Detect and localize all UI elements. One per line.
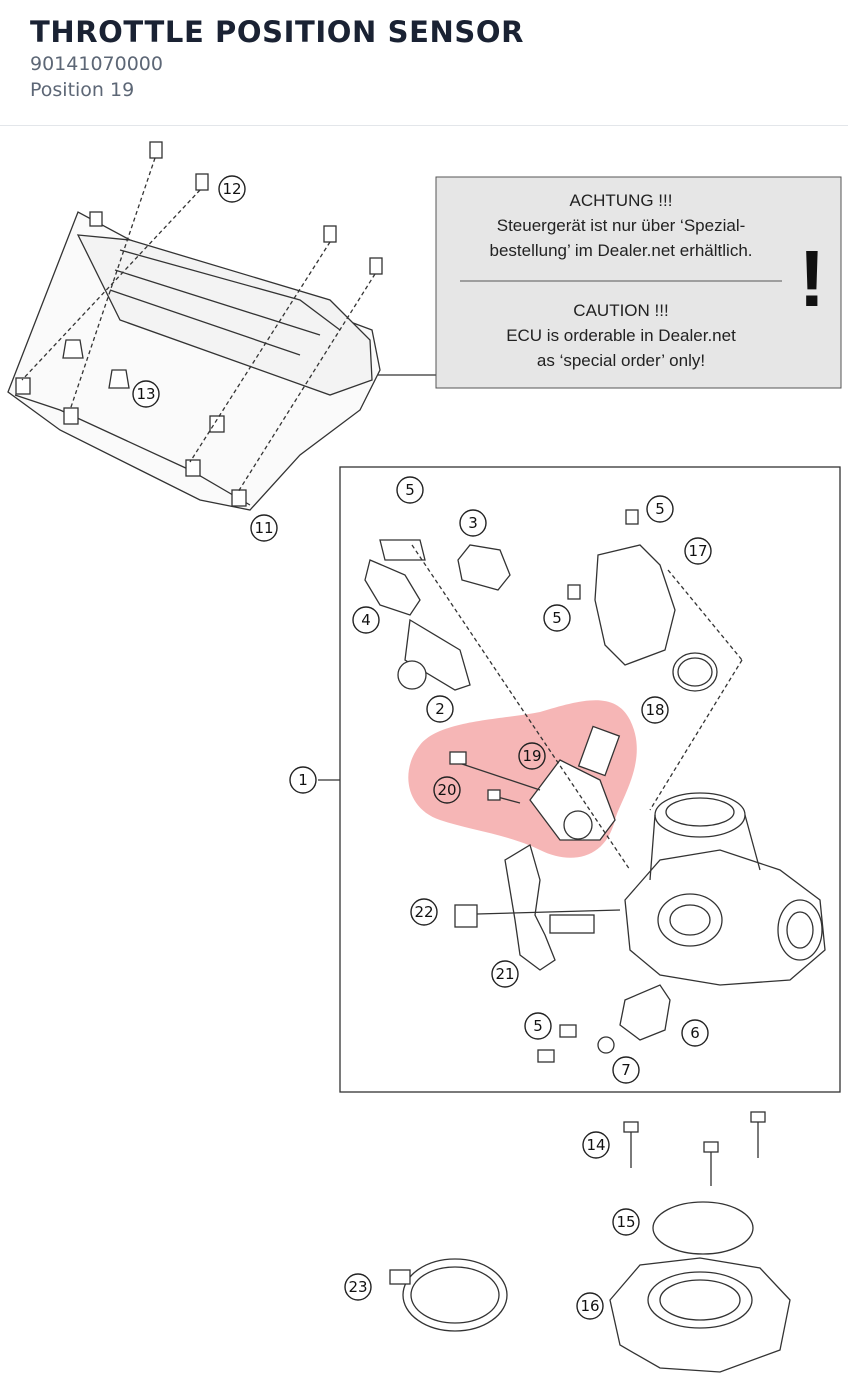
idle-actuator bbox=[567, 509, 718, 692]
position-label: Position 19 bbox=[30, 79, 135, 101]
callout-23-label: 23 bbox=[348, 1278, 367, 1296]
callout-12-label: 12 bbox=[222, 180, 241, 198]
notice-en-heading: CAUTION !!! bbox=[573, 301, 668, 320]
callout-12[interactable] bbox=[218, 175, 246, 203]
callout-6[interactable] bbox=[681, 1019, 709, 1047]
throttle-position-sensor bbox=[449, 725, 621, 841]
callout-5d-label: 5 bbox=[533, 1017, 543, 1035]
callout-17-label: 17 bbox=[688, 542, 707, 560]
callout-5b-label: 5 bbox=[655, 500, 665, 518]
callout-20-label: 20 bbox=[437, 781, 456, 799]
callout-5c-label: 5 bbox=[552, 609, 562, 627]
notice-en-line1: ECU is orderable in Dealer.net bbox=[506, 326, 736, 345]
callout-19[interactable] bbox=[518, 742, 546, 770]
notice-en-line2: as ‘special order’ only! bbox=[537, 351, 705, 370]
callout-2-label: 2 bbox=[435, 700, 445, 718]
callout-11-label: 11 bbox=[254, 519, 273, 537]
callout-16[interactable] bbox=[576, 1292, 604, 1320]
callout-3-label: 3 bbox=[468, 514, 478, 532]
callout-14[interactable] bbox=[582, 1131, 610, 1159]
callout-18-label: 18 bbox=[645, 701, 664, 719]
callout-4[interactable] bbox=[352, 606, 380, 634]
warning-exclamation: ! bbox=[799, 234, 826, 323]
callout-11[interactable] bbox=[250, 514, 278, 542]
callout-20[interactable] bbox=[433, 776, 461, 804]
callout-5b[interactable] bbox=[646, 495, 674, 523]
callout-5a-label: 5 bbox=[405, 481, 415, 499]
notice-box: ACHTUNG !!! Steuergerät ist nur über ‘Sp… bbox=[435, 176, 842, 389]
part-number: 90141070000 bbox=[30, 53, 163, 75]
callout-5a[interactable] bbox=[396, 476, 424, 504]
callout-3[interactable] bbox=[459, 509, 487, 537]
notice-de-line2: bestellung’ im Dealer.net erhältlich. bbox=[489, 241, 752, 260]
clip bbox=[457, 544, 511, 591]
callout-4-label: 4 bbox=[361, 611, 371, 629]
callout-22[interactable] bbox=[410, 898, 438, 926]
callout-14-label: 14 bbox=[586, 1136, 605, 1154]
callout-23[interactable] bbox=[344, 1273, 372, 1301]
callout-13-label: 13 bbox=[136, 385, 155, 403]
callout-22-label: 22 bbox=[414, 903, 433, 921]
callout-1[interactable] bbox=[289, 766, 317, 794]
callout-16-label: 16 bbox=[580, 1297, 599, 1315]
bracket-6 bbox=[537, 984, 671, 1063]
lower-parts bbox=[389, 1111, 791, 1373]
callout-7-label: 7 bbox=[621, 1061, 631, 1079]
callout-17[interactable] bbox=[684, 537, 712, 565]
callout-21-label: 21 bbox=[495, 965, 514, 983]
exploded-parts-diagram: ACHTUNG !!! Steuergerät ist nur über ‘Sp… bbox=[7, 141, 842, 1373]
notice-de-heading: ACHTUNG !!! bbox=[570, 191, 673, 210]
ecu-assembly bbox=[7, 141, 436, 511]
callout-21[interactable] bbox=[491, 960, 519, 988]
sensor-21 bbox=[454, 844, 621, 971]
callout-15-label: 15 bbox=[616, 1213, 635, 1231]
callout-15[interactable] bbox=[612, 1208, 640, 1236]
callout-13[interactable] bbox=[132, 380, 160, 408]
callout-6-label: 6 bbox=[690, 1024, 700, 1042]
page-header: THROTTLE POSITION SENSOR 90141070000 Pos… bbox=[0, 0, 848, 126]
callout-2[interactable] bbox=[426, 695, 454, 723]
callout-19-label: 19 bbox=[522, 747, 541, 765]
page-title: THROTTLE POSITION SENSOR bbox=[30, 15, 525, 49]
callout-18[interactable] bbox=[641, 696, 669, 724]
injector bbox=[364, 539, 471, 691]
callout-7[interactable] bbox=[612, 1056, 640, 1084]
callout-1-label: 1 bbox=[298, 771, 308, 789]
callout-5c[interactable] bbox=[543, 604, 571, 632]
notice-de-line1: Steuergerät ist nur über ‘Spezial- bbox=[497, 216, 746, 235]
callout-5d[interactable] bbox=[524, 1012, 552, 1040]
throttle-body bbox=[624, 792, 826, 986]
